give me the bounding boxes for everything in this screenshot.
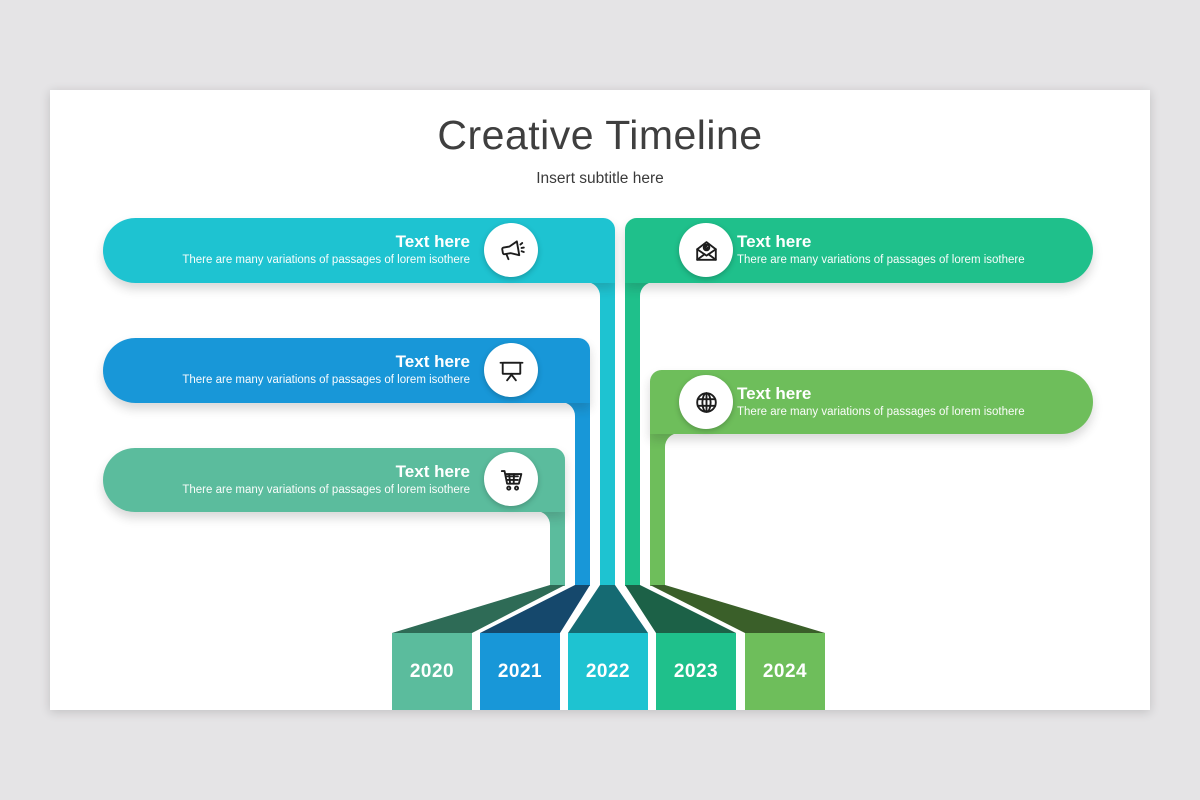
bar-text-left-2[interactable]: Text here There are many variations of p… [120,338,470,403]
bar-description[interactable]: There are many variations of passages of… [737,254,1025,267]
bar-text-left-3[interactable]: Text here There are many variations of p… [120,448,470,512]
bar-title[interactable]: Text here [737,383,812,403]
bar-text-right-1[interactable]: Text here There are many variations of p… [737,218,1077,283]
year-block-2020[interactable]: 2020 [392,633,472,710]
globe-icon [695,391,717,413]
timeline-connectors [392,282,825,633]
year-block-2024[interactable]: 2024 [745,633,825,710]
bar-title[interactable]: Text here [395,232,470,252]
icon-circle-right-1 [679,223,733,277]
megaphone-icon [500,239,525,260]
bar-description[interactable]: There are many variations of passages of… [737,405,1025,418]
fan-2024 [650,585,825,633]
bar-text-left-1[interactable]: Text here There are many variations of p… [120,218,470,283]
icon-circle-right-2 [679,375,733,429]
bar-text-right-2[interactable]: Text here There are many variations of p… [737,370,1077,434]
year-label: 2022 [585,660,631,682]
connector-column-2021 [561,402,590,586]
connector-column-2023 [625,282,654,586]
icon-circle-left-3 [484,452,538,506]
slide-subtitle[interactable]: Insert subtitle here [536,170,664,187]
year-label: 2020 [409,660,455,682]
presentation-board-icon [499,361,523,381]
connector-column-2020 [536,511,565,586]
icon-circle-left-1 [484,223,538,277]
year-label: 2023 [673,660,719,682]
year-label: 2024 [762,660,808,682]
year-block-2023[interactable]: 2023 [656,633,736,710]
bar-description[interactable]: There are many variations of passages of… [182,254,470,267]
fan-2023 [625,585,736,633]
fan-2020 [392,585,565,633]
year-block-2022[interactable]: 2022 [568,633,648,710]
bar-title[interactable]: Text here [395,461,470,481]
connector-column-2022 [586,282,615,586]
slide-canvas: Creative Timeline Insert subtitle here T… [50,90,1150,710]
fan-2022 [568,585,648,633]
fan-2021 [480,585,590,633]
bar-title[interactable]: Text here [395,352,470,372]
connector-column-2024 [650,433,679,586]
icon-circle-left-2 [484,343,538,397]
year-block-2021[interactable]: 2021 [480,633,560,710]
year-label: 2021 [497,660,543,682]
slide-title[interactable]: Creative Timeline [437,112,763,158]
email-icon [695,240,717,261]
bar-description[interactable]: There are many variations of passages of… [182,483,470,496]
shopping-cart-icon [500,469,522,491]
bar-title[interactable]: Text here [737,232,812,252]
bar-description[interactable]: There are many variations of passages of… [182,374,470,387]
